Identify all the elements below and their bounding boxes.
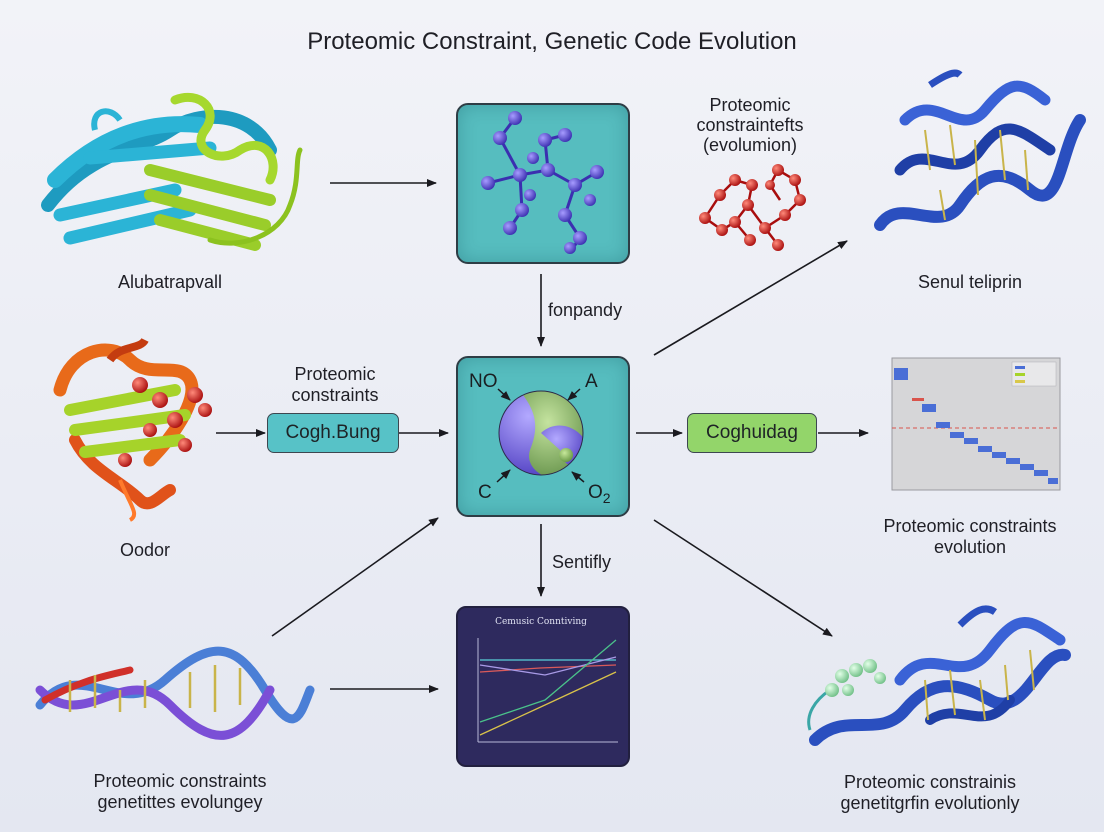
caption-protein-middle-left: Oodor bbox=[119, 540, 171, 560]
center-symbol-br: O2 bbox=[588, 482, 611, 506]
right-process-box: Coghuidag bbox=[687, 413, 817, 453]
arrow-label-top: fonpandy bbox=[548, 300, 623, 320]
left-process-box: Cogh.Bung bbox=[267, 413, 399, 453]
caption-protein-top-left: Alubatrapvall bbox=[117, 272, 223, 292]
red-molecule-icon bbox=[699, 164, 806, 251]
center-symbol-bl: C bbox=[478, 482, 492, 503]
staircase-chart-icon bbox=[891, 357, 1061, 491]
blue-helix-icon bbox=[874, 69, 1086, 231]
line-chart-title: Cemusic Conntiving bbox=[495, 617, 587, 627]
center-symbol-br-main: O bbox=[588, 482, 603, 503]
caption-helix-top-right: Senul teliprin bbox=[917, 272, 1023, 292]
caption-proteomic-middle: Proteomic constraints bbox=[291, 364, 379, 405]
center-symbol-tl: NO bbox=[469, 371, 498, 392]
caption-proteomic-top: Proteomic constraintefts (evolumion) bbox=[696, 95, 804, 155]
caption-dna-bottom-left: Proteomic constraints genetittes evolung… bbox=[93, 771, 267, 812]
arrow-label-bottom: Sentifly bbox=[552, 552, 612, 572]
diagram-title: Proteomic Constraint, Genetic Code Evolu… bbox=[307, 28, 797, 55]
flow-arrows bbox=[216, 179, 869, 693]
protein-orange-lime-icon bbox=[53, 337, 212, 522]
molecule-node-top bbox=[456, 103, 630, 264]
center-symbol-tr: A bbox=[585, 371, 598, 392]
center-symbol-br-sub: 2 bbox=[602, 489, 611, 506]
protein-cyan-lime-icon bbox=[41, 92, 303, 251]
caption-chart-right: Proteomic constraints evolution bbox=[883, 516, 1057, 557]
caption-helix-bottom-right: Proteomic constrainis genetitgrfin evolu… bbox=[840, 772, 1020, 813]
dna-double-helix-icon bbox=[35, 646, 315, 740]
blue-helix-mint-chain-icon bbox=[807, 605, 1071, 746]
line-chart-panel bbox=[456, 606, 630, 767]
